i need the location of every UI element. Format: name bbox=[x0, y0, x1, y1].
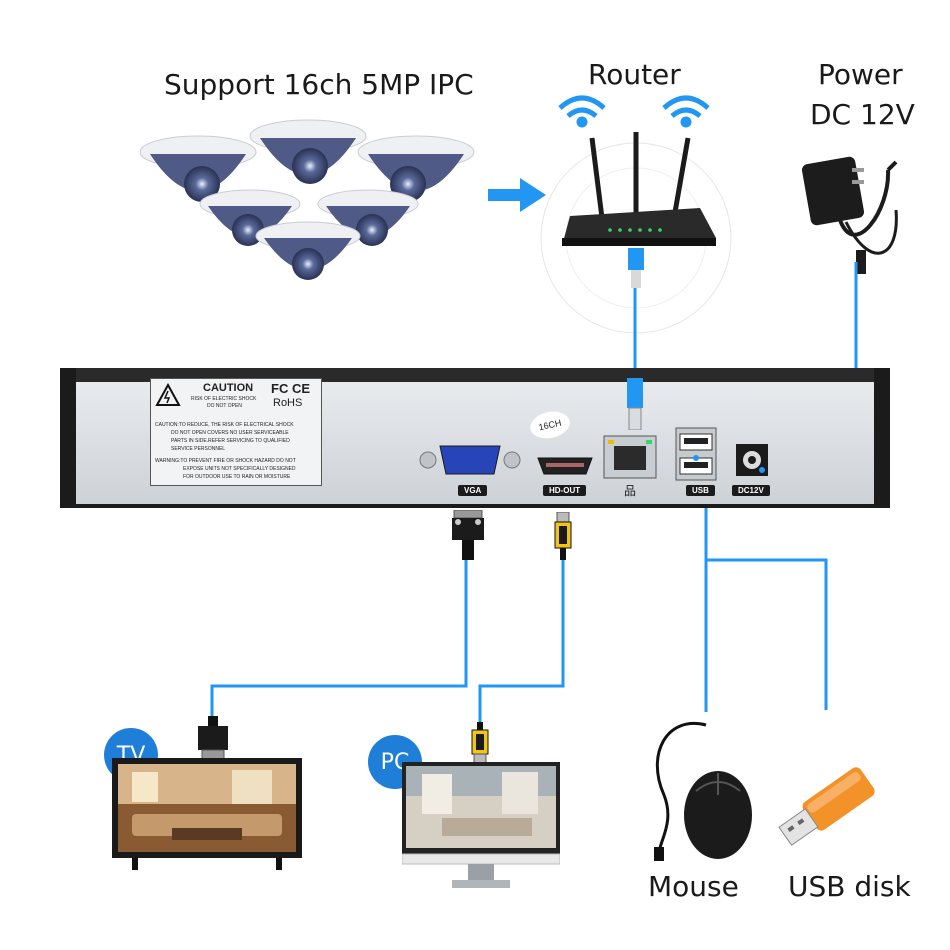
tv-illustration bbox=[112, 758, 302, 870]
pc-monitor-illustration bbox=[402, 762, 560, 888]
nvr-device: CAUTION RISK OF ELECTRIC SHOCK DO NOT OP… bbox=[60, 368, 890, 508]
vga-port-label: VGA bbox=[458, 485, 488, 496]
usb-disk-illustration bbox=[778, 767, 875, 846]
hdmi-port bbox=[537, 457, 593, 475]
camera-icon bbox=[249, 119, 367, 184]
power-label-line1: Power bbox=[818, 58, 903, 91]
router-label: Router bbox=[588, 58, 681, 91]
usb-port-label: USB bbox=[686, 485, 715, 496]
warning-line: PARTS IN SIDE.REFER SERVICING TO QUALIFI… bbox=[171, 438, 290, 444]
warning-line: SERVICE PERSONNEL bbox=[171, 446, 226, 452]
camera-icon bbox=[255, 221, 361, 280]
caution-label: CAUTION RISK OF ELECTRIC SHOCK DO NOT OP… bbox=[150, 378, 322, 486]
arrow-right-icon bbox=[488, 178, 546, 212]
ip-cameras-illustration bbox=[140, 119, 475, 280]
diagram-title: Support 16ch 5MP IPC bbox=[164, 68, 474, 101]
caution-sub2: DO NOT OPEN bbox=[207, 403, 242, 409]
hdmi-cable-plug bbox=[554, 512, 572, 560]
warning-line: WARNING:TO PREVENT FIRE OR SHOCK HAZARD … bbox=[155, 458, 296, 464]
vga-plug-on-tv bbox=[198, 716, 228, 761]
camera-icon bbox=[357, 135, 475, 202]
hdmi-port-label: HD-OUT bbox=[543, 485, 587, 496]
wifi-icon bbox=[558, 95, 606, 128]
warning-line: FOR OUTDOOR USE TO RAIN OR MOISTURE bbox=[183, 474, 291, 480]
power-label-line2: DC 12V bbox=[810, 98, 915, 131]
vga-cable-plug bbox=[452, 510, 484, 560]
mouse-label: Mouse bbox=[648, 870, 739, 903]
lan-cable-connector bbox=[627, 378, 643, 430]
router-illustration bbox=[540, 95, 732, 334]
usb-port bbox=[675, 427, 717, 481]
power-adapter-illustration bbox=[801, 156, 898, 274]
dc-power-port bbox=[736, 444, 768, 476]
vga-port bbox=[419, 445, 521, 475]
warning-line: DO NOT OPEN COVERS NO USER SERVICEABLE bbox=[171, 430, 289, 436]
hdmi-plug-on-pc bbox=[471, 722, 489, 765]
lan-symbol: 品 bbox=[624, 484, 637, 498]
wifi-icon bbox=[662, 95, 710, 128]
warning-line: CAUTION:TO REDUCE, THE RISK OF ELECTRICA… bbox=[155, 422, 294, 428]
caution-title: CAUTION bbox=[203, 382, 254, 394]
dc-port-label: DC12V bbox=[732, 485, 770, 496]
usb-disk-label: USB disk bbox=[788, 870, 911, 903]
mouse-illustration bbox=[654, 722, 752, 861]
camera-icon bbox=[140, 135, 257, 202]
caution-sub1: RISK OF ELECTRIC SHOCK bbox=[191, 396, 257, 402]
cert-rohs: RoHS bbox=[273, 397, 303, 409]
lan-port bbox=[603, 435, 657, 479]
warning-line: EXPOSE UNITS NOT SPECIFICALLY DESIGNED bbox=[183, 466, 296, 472]
cert-fc-ce: FC CE bbox=[271, 381, 310, 396]
warning-text-block: CAUTION:TO REDUCE, THE RISK OF ELECTRICA… bbox=[155, 421, 319, 481]
warning-triangle-icon bbox=[155, 383, 181, 406]
